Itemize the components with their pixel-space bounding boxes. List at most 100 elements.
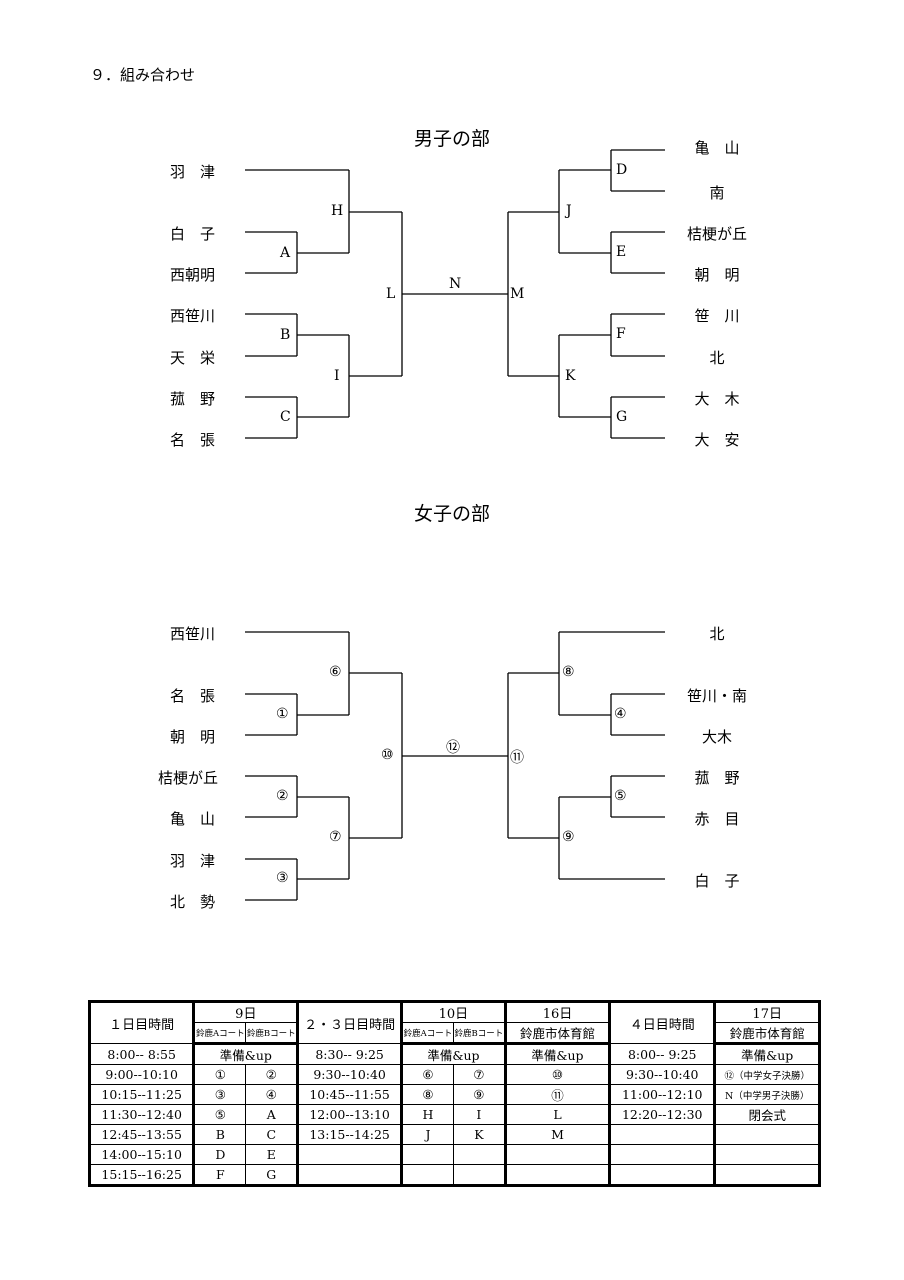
girls-left-team: 亀 山 <box>170 810 216 828</box>
boys-left-team: 菰 野 <box>170 390 216 408</box>
match-cell: J <box>400 1124 454 1145</box>
empty-cell <box>400 1144 454 1165</box>
match-label: N <box>449 276 462 292</box>
match-cell: ⑪ <box>504 1084 612 1105</box>
empty-cell <box>714 1164 820 1186</box>
match-label: ④ <box>614 706 627 722</box>
match-cell: ⑫（中学女子決勝） <box>714 1064 820 1085</box>
girls-right-team: 北 <box>709 625 725 643</box>
girls-left-team: 北 勢 <box>170 893 216 911</box>
header-court-a: 鈴鹿Aコート <box>193 1022 247 1045</box>
time-cell: 10:15--11:25 <box>88 1084 196 1105</box>
time-cell: 13:15--14:25 <box>297 1124 403 1145</box>
match-label: F <box>616 326 626 342</box>
match-cell: M <box>504 1124 612 1145</box>
time-cell: 12:00--13:10 <box>297 1104 403 1125</box>
match-cell: ⑨ <box>452 1084 507 1105</box>
warmup-cell: 準備&up <box>504 1043 612 1065</box>
match-cell: C <box>245 1124 300 1145</box>
match-label: M <box>510 286 525 302</box>
boys-right-team: 大 安 <box>694 431 740 449</box>
match-label: ⑧ <box>562 664 575 680</box>
header-9th: 9日 <box>193 1001 300 1023</box>
empty-cell <box>297 1144 403 1165</box>
header-venue: 鈴鹿市体育館 <box>504 1022 612 1045</box>
bracket-lines <box>245 149 665 901</box>
header-day4: ４日目時間 <box>609 1001 717 1044</box>
header-court-a: 鈴鹿Aコート <box>400 1022 454 1045</box>
time-cell: 8:30-- 9:25 <box>297 1043 403 1065</box>
time-cell: 12:20--12:30 <box>609 1104 717 1125</box>
match-cell: ⑤ <box>193 1104 247 1125</box>
match-cell: K <box>452 1124 507 1145</box>
empty-cell <box>452 1144 507 1165</box>
boys-right-team: 北 <box>709 349 725 367</box>
boys-left-team: 西笹川 <box>170 307 216 325</box>
match-cell: ④ <box>245 1084 300 1105</box>
girls-left-team: 羽 津 <box>170 852 216 870</box>
boys-left-team: 名 張 <box>170 431 216 449</box>
match-label: ⑨ <box>562 829 575 845</box>
header-17th: 17日 <box>714 1001 820 1023</box>
empty-cell <box>609 1124 717 1145</box>
match-cell: I <box>452 1104 507 1125</box>
header-10th: 10日 <box>400 1001 507 1023</box>
warmup-cell: 準備&up <box>193 1043 300 1065</box>
match-label: G <box>616 409 628 425</box>
warmup-cell: 準備&up <box>400 1043 507 1065</box>
match-label: E <box>616 244 627 260</box>
empty-cell <box>714 1124 820 1145</box>
match-label: ⑩ <box>381 747 394 763</box>
boys-right-team: 南 <box>709 184 725 202</box>
girls-left-team: 西笹川 <box>170 625 216 643</box>
match-cell: ⑥ <box>400 1064 454 1085</box>
match-label: ⑥ <box>329 664 342 680</box>
empty-cell <box>297 1164 403 1186</box>
match-cell: H <box>400 1104 454 1125</box>
match-cell: ② <box>245 1064 300 1085</box>
empty-cell <box>714 1144 820 1165</box>
time-cell: 9:30--10:40 <box>609 1064 717 1085</box>
match-cell: F <box>193 1164 247 1186</box>
section-heading: ９．組み合わせ <box>90 66 196 84</box>
warmup-cell: 準備&up <box>714 1043 820 1065</box>
header-day23: ２・３日目時間 <box>297 1001 403 1044</box>
match-cell: D <box>193 1144 247 1165</box>
match-label: B <box>280 327 291 343</box>
time-cell: 8:00-- 8:55 <box>88 1043 196 1065</box>
girls-left-team: 朝 明 <box>170 728 216 746</box>
match-cell: 閉会式 <box>714 1104 820 1125</box>
boys-left-team: 天 栄 <box>170 349 216 367</box>
match-cell: E <box>245 1144 300 1165</box>
empty-cell <box>400 1164 454 1186</box>
girls-left-team: 桔梗が丘 <box>158 769 219 787</box>
match-cell: ③ <box>193 1084 247 1105</box>
match-cell: B <box>193 1124 247 1145</box>
boys-left-team: 西朝明 <box>170 266 216 284</box>
time-cell: 10:45--11:55 <box>297 1084 403 1105</box>
header-16th: 16日 <box>504 1001 612 1023</box>
header-day1: １日目時間 <box>88 1001 196 1044</box>
match-label: I <box>334 368 340 384</box>
boys-right-team: 桔梗が丘 <box>686 225 747 243</box>
girls-right-team: 大木 <box>701 728 732 746</box>
match-label: L <box>386 286 396 302</box>
empty-cell <box>609 1164 717 1186</box>
match-cell: A <box>245 1104 300 1125</box>
empty-cell <box>504 1144 612 1165</box>
time-cell: 12:45--13:55 <box>88 1124 196 1145</box>
match-cell: ① <box>193 1064 247 1085</box>
boys-left-team: 羽 津 <box>170 163 216 181</box>
time-cell: 8:00-- 9:25 <box>609 1043 717 1065</box>
match-label: H <box>331 203 344 219</box>
match-label: A <box>280 245 291 261</box>
time-cell: 11:00--12:10 <box>609 1084 717 1105</box>
match-label: ① <box>276 706 289 722</box>
match-cell: ⑧ <box>400 1084 454 1105</box>
boys-title: 男子の部 <box>414 128 491 150</box>
time-cell: 14:00--15:10 <box>88 1144 196 1165</box>
empty-cell <box>609 1144 717 1165</box>
match-cell: N（中学男子決勝） <box>714 1084 820 1105</box>
match-label: D <box>616 162 628 178</box>
match-cell: ⑩ <box>504 1064 612 1085</box>
